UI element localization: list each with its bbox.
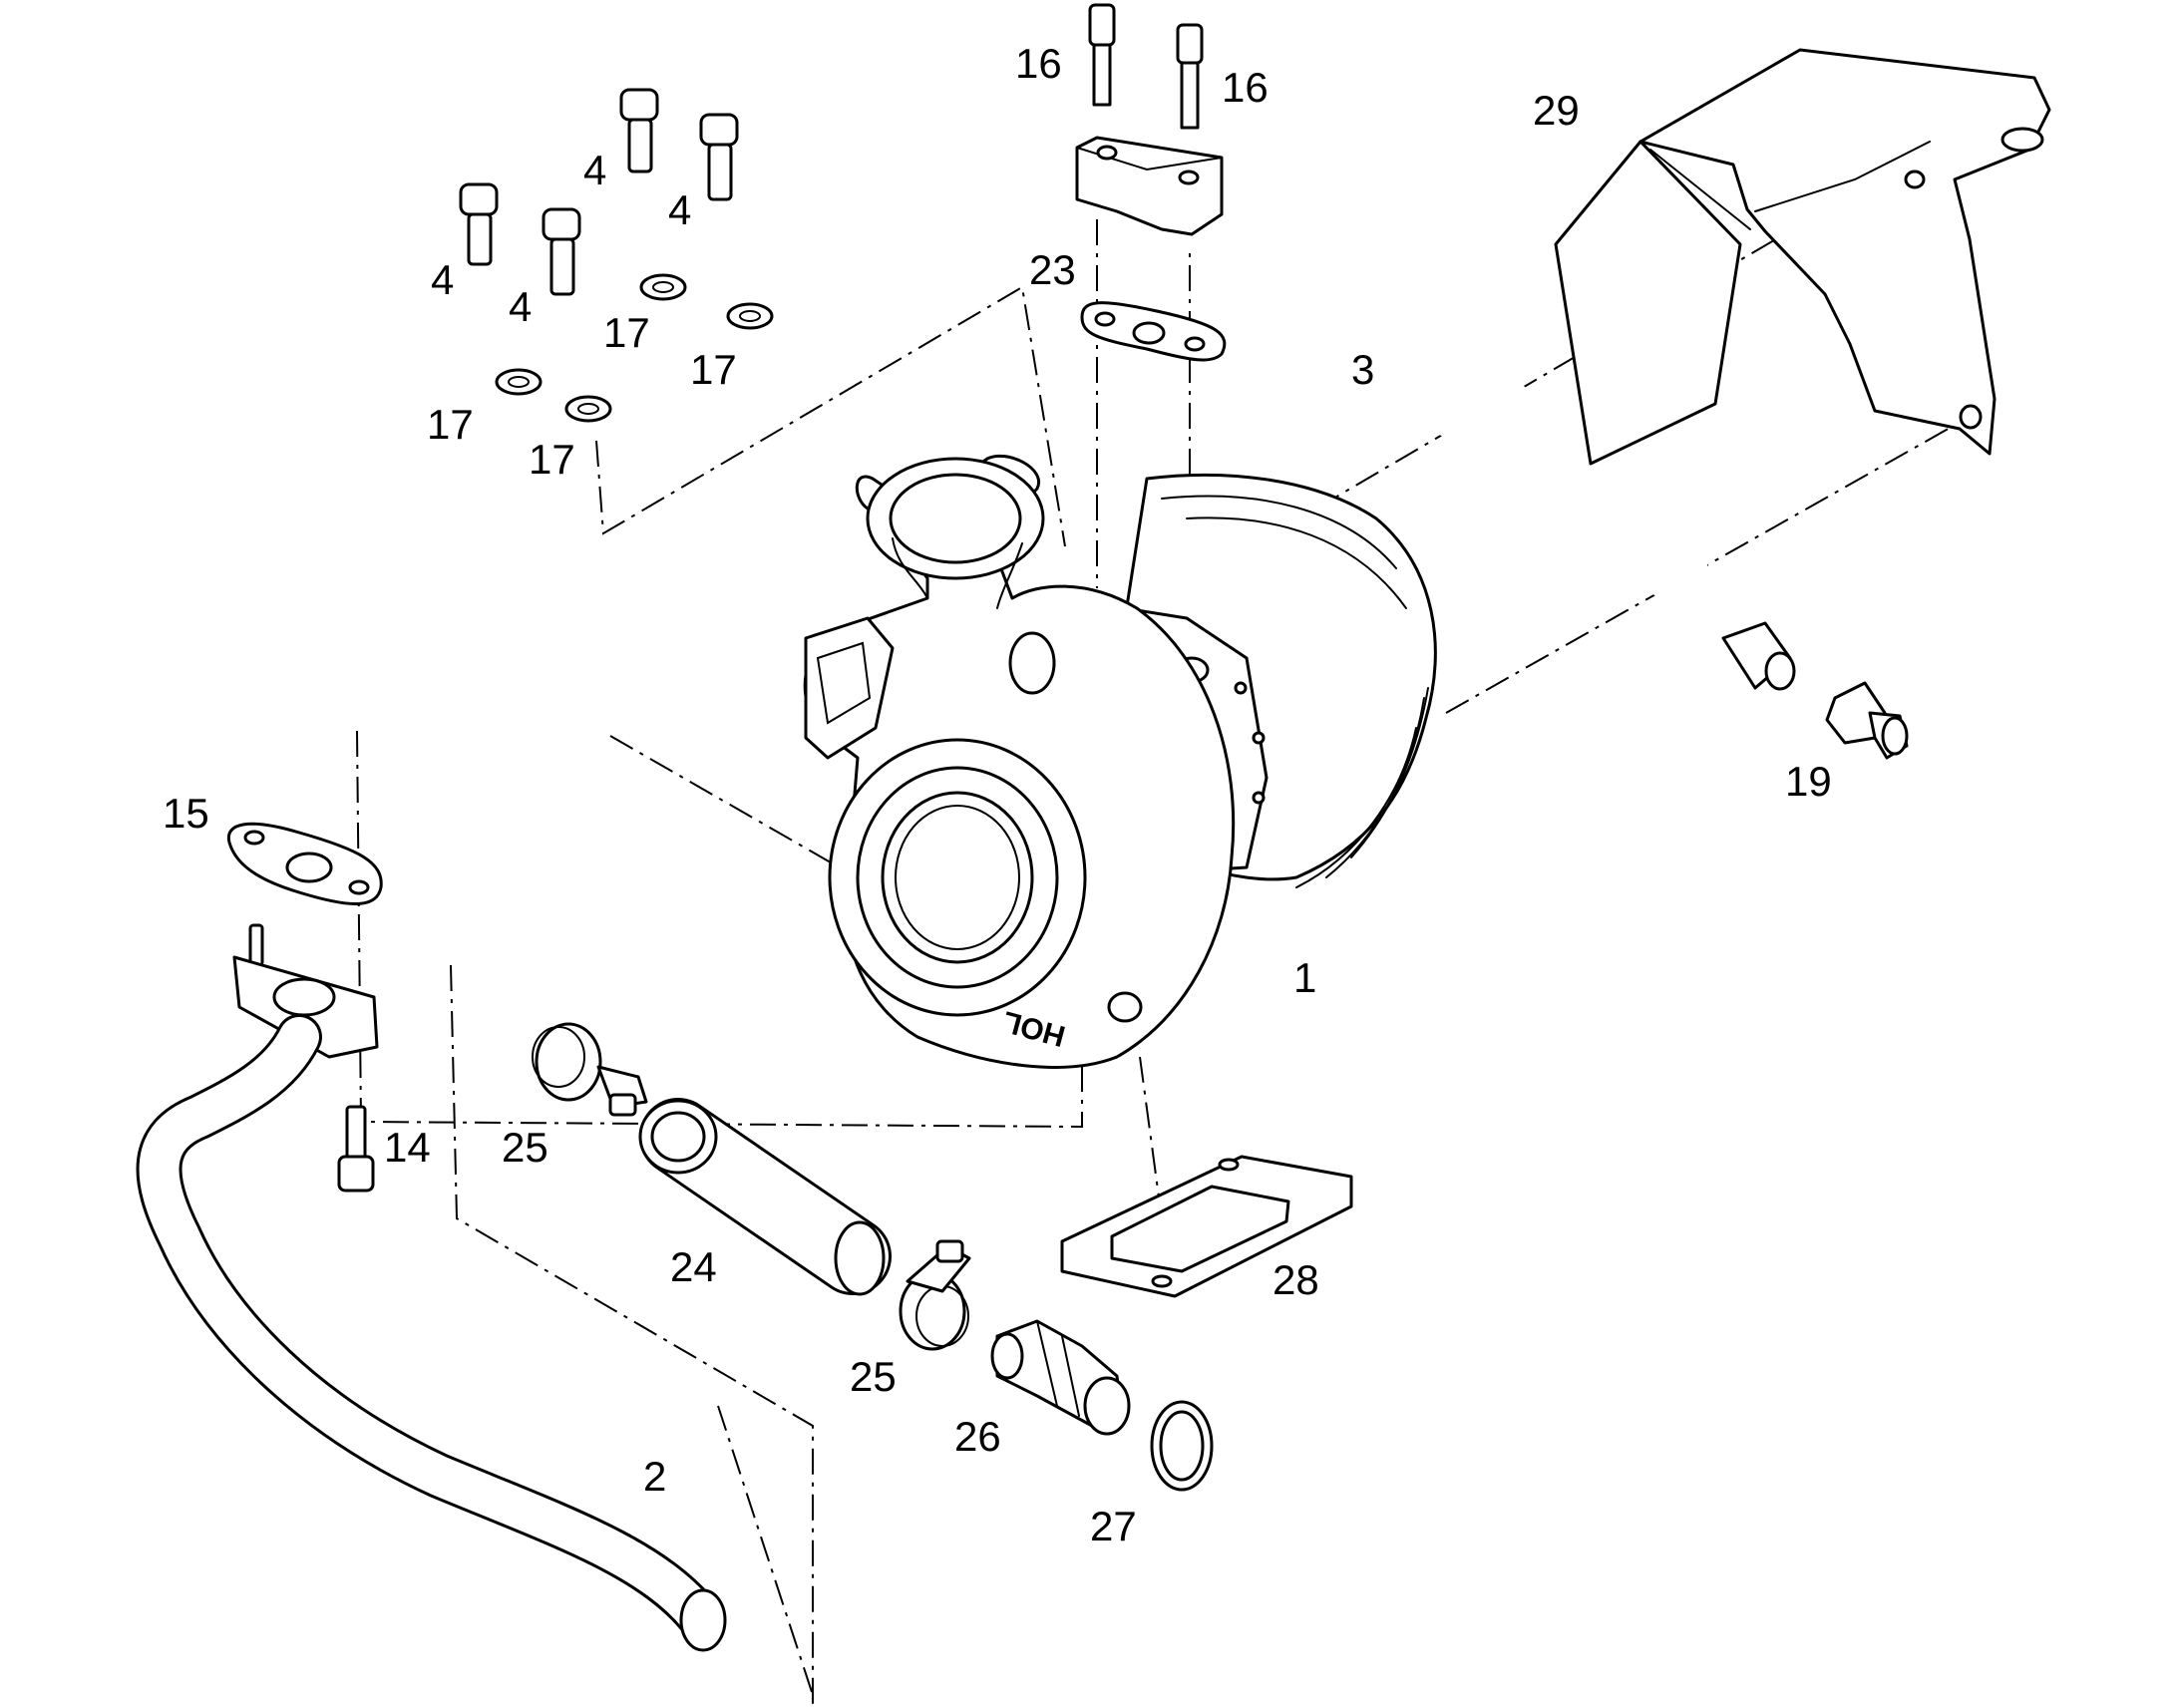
- coolant-hose: [638, 1098, 892, 1296]
- turbine-flange-gasket: [1060, 1155, 1353, 1298]
- callout-17b: 17: [690, 346, 737, 393]
- callout-23: 23: [1029, 246, 1076, 293]
- drain-flange-bolt: [337, 1105, 375, 1193]
- callout-17c: 17: [427, 401, 474, 448]
- drain-flange-gasket: [226, 822, 383, 905]
- callout-17d: 17: [529, 436, 575, 483]
- sealing-ring: [1150, 1400, 1214, 1492]
- flange-bolts: [1088, 3, 1204, 130]
- heat-shield-bracket: [1554, 48, 2051, 466]
- adapter-fitting: [990, 1319, 1131, 1436]
- feed-flange-gasket: [1080, 301, 1227, 362]
- callout-25a: 25: [502, 1124, 548, 1171]
- callout-2: 2: [643, 1453, 666, 1500]
- callout-25b: 25: [850, 1353, 897, 1400]
- washers: [495, 273, 774, 423]
- callout-15: 15: [163, 790, 209, 837]
- callout-19: 19: [1785, 758, 1832, 805]
- union-fitting: [1825, 681, 1909, 760]
- callout-16b: 16: [1222, 64, 1269, 111]
- callout-3: 3: [1351, 346, 1374, 393]
- callout-24: 24: [670, 1243, 717, 1290]
- callout-14: 14: [384, 1124, 431, 1171]
- callout-4b: 4: [509, 283, 532, 330]
- oil-feed-pipe: [1144, 211, 1796, 691]
- oil-drain-pipe: [136, 923, 727, 1652]
- callout-29: 29: [1533, 87, 1580, 134]
- callout-28: 28: [1272, 1256, 1319, 1303]
- callout-17a: 17: [603, 309, 650, 356]
- callout-4d: 4: [668, 186, 691, 233]
- callout-26: 26: [954, 1413, 1001, 1460]
- callout-1: 1: [1293, 954, 1316, 1001]
- callout-16a: 16: [1015, 40, 1062, 87]
- callout-27: 27: [1090, 1503, 1137, 1549]
- hose-clamp-lower: [899, 1239, 971, 1351]
- oil-feed-flange: [1075, 136, 1224, 236]
- turbocharger: HOL: [803, 454, 1437, 1069]
- callout-4c: 4: [583, 147, 606, 193]
- callout-4a: 4: [431, 256, 454, 303]
- turbo-mounting-bolts: [459, 88, 739, 296]
- hose-clamp-upper: [532, 1022, 648, 1117]
- callout-labels: 1 2 3 4 4 4 4 14 15 16 16 17 17 17 17 19…: [163, 40, 1832, 1549]
